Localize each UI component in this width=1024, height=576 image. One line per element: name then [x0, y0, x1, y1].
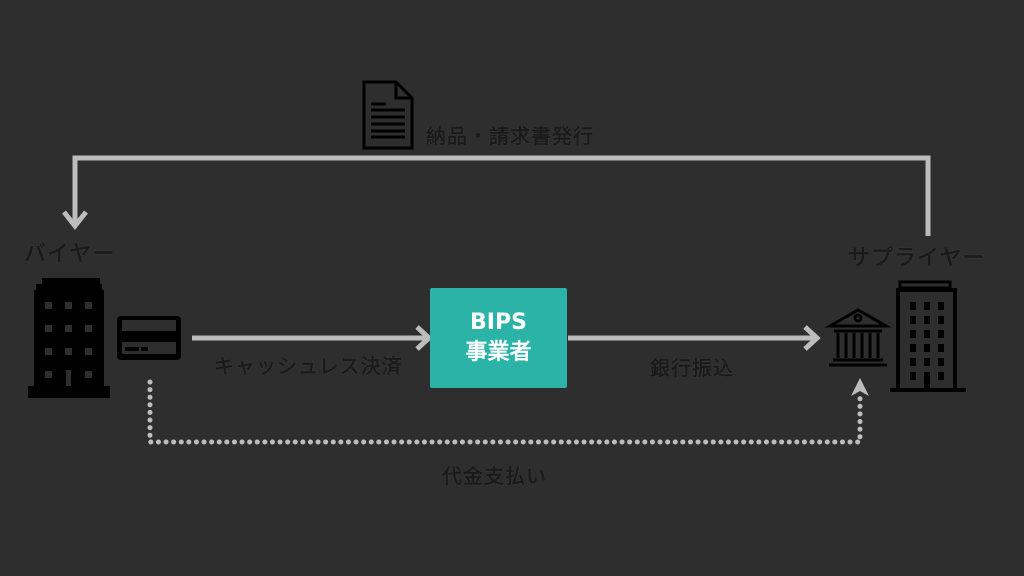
credit-card-icon — [117, 316, 181, 360]
cashless-arrowhead — [415, 325, 433, 351]
buyer-label: バイヤー — [24, 242, 116, 267]
bank-transfer-arrowhead — [803, 325, 821, 351]
supplier-building-icon — [890, 280, 966, 392]
bips-provider-box: BIPS 事業者 — [430, 288, 567, 388]
cashless-flow-label: キャッシュレス決済 — [214, 354, 403, 378]
bips-subtitle: 事業者 — [465, 340, 532, 365]
bips-title: BIPS — [470, 310, 527, 335]
payment-arrowhead — [851, 378, 869, 396]
payment-flow-label: 代金支払い — [442, 464, 547, 488]
document-icon — [362, 80, 414, 150]
bank-icon — [824, 308, 892, 367]
supplier-label: サプライヤー — [848, 246, 986, 271]
payment-flow-line — [147, 379, 863, 445]
invoice-flow-label: 納品・請求書発行 — [426, 124, 594, 148]
invoice-arrowhead — [62, 210, 88, 231]
buyer-building-icon — [28, 278, 110, 398]
invoice-flow-line — [72, 155, 931, 236]
bank-transfer-flow-label: 銀行振込 — [650, 356, 734, 380]
